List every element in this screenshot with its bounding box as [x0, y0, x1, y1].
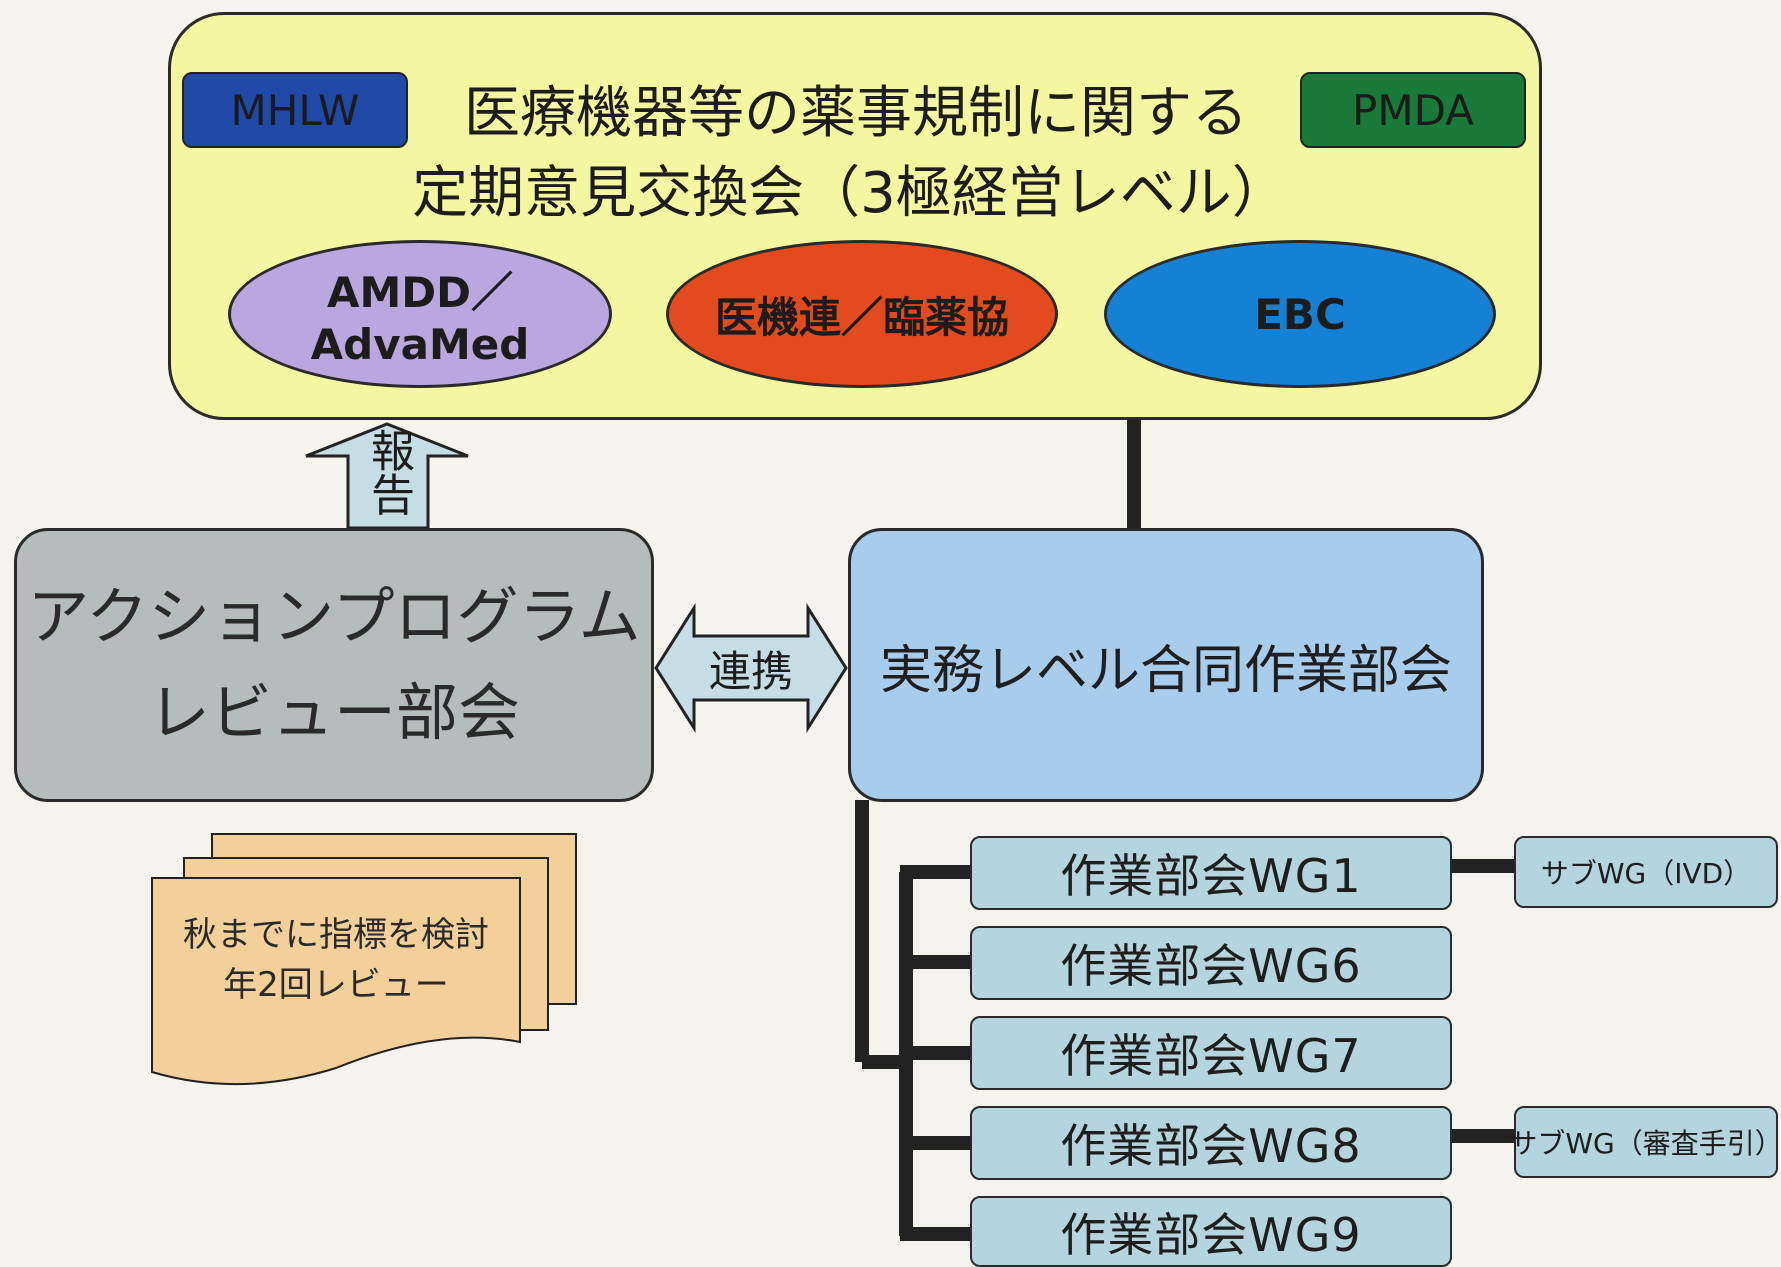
wg-box-wg8: 作業部会WG8	[970, 1106, 1452, 1180]
sub-wg-ivd: サブWG（IVD）	[1514, 836, 1778, 908]
link-arrow	[654, 602, 848, 734]
wg-box-wg6: 作業部会WG6	[970, 926, 1452, 1000]
meeting-title-line1: 医療機器等の薬事規制に関する	[464, 80, 1248, 146]
meeting-title-line2: 定期意見交換会（3極経営レベル）	[412, 160, 1288, 226]
review-box-line1: アクションプログラム	[27, 580, 641, 653]
group-oval-ikiren: 医機連／臨薬協	[666, 240, 1058, 388]
action-program-review-box: アクションプログラム レビュー部会	[14, 528, 654, 802]
wg-box-wg9: 作業部会WG9	[970, 1196, 1452, 1267]
review-box-line2: レビュー部会	[147, 676, 520, 749]
report-label-text: 報告	[363, 428, 414, 516]
note-text: 秋までに指標を検討 年2回レビュー	[152, 900, 520, 1020]
wg-box-wg1: 作業部会WG1	[970, 836, 1452, 910]
link-label: 連携	[708, 646, 793, 696]
group-oval-amdd: AMDD／AdvaMed	[228, 240, 612, 388]
report-arrow	[305, 422, 469, 530]
group-oval-ebc: EBC	[1104, 240, 1496, 388]
note-line1: 秋までに指標を検討	[183, 915, 489, 955]
pmda-tag: PMDA	[1300, 72, 1526, 148]
note-line2: 年2回レビュー	[223, 965, 449, 1005]
wg-box-wg7: 作業部会WG7	[970, 1016, 1452, 1090]
sub-wg-review-guide: サブWG（審査手引）	[1509, 1106, 1781, 1178]
joint-working-committee-box: 実務レベル合同作業部会	[848, 528, 1484, 802]
note-sheet-front	[151, 877, 521, 1085]
mhlw-tag: MHLW	[182, 72, 408, 148]
report-label: 報告	[360, 428, 416, 532]
